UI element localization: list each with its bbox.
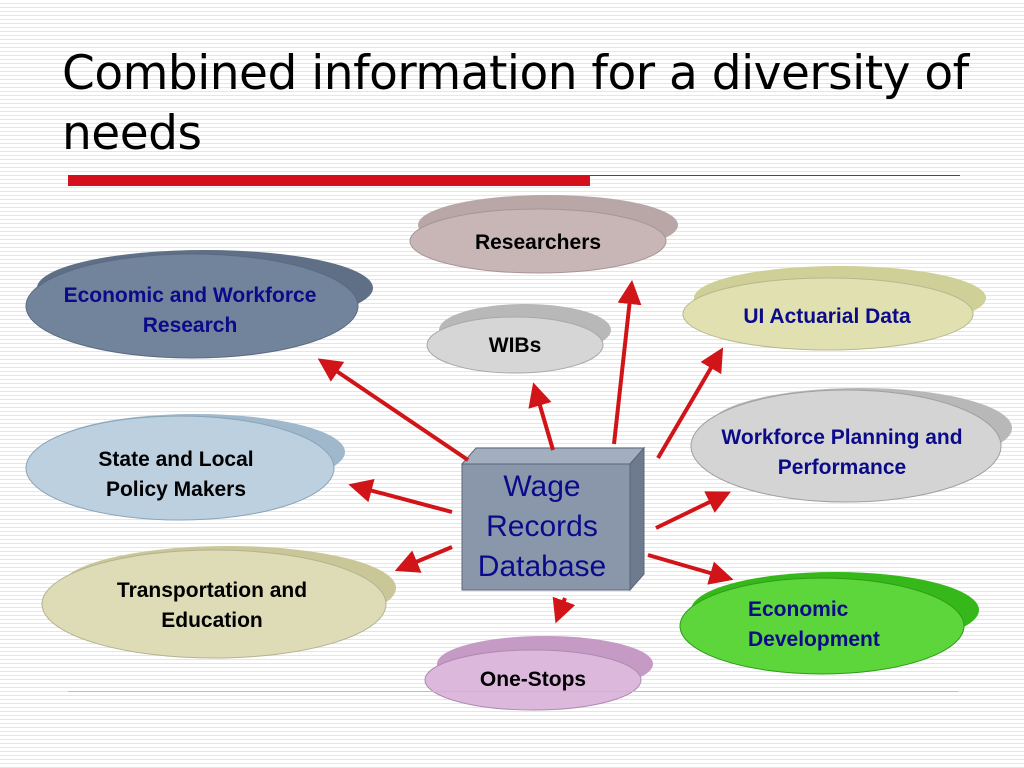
arrow-to-economic-research [317,358,470,462]
node-one-stops [424,636,653,711]
bottom-rule [68,691,958,692]
database-box [460,446,646,592]
arrow-to-economic-development [647,553,734,585]
label-economic-development: Economic Development [748,598,880,651]
label-wibs: WIBs [488,334,542,357]
title-underline-thin [590,175,960,176]
label-workforce-planning: Workforce Planning and Performance [721,426,963,479]
arrow-to-researchers [612,280,642,445]
label-state-local-policy-makers: State and Local Policy Makers [98,448,254,501]
arrow-to-transportation [394,545,453,573]
label-transportation-education: Transportation and Education [116,579,308,632]
arrow-to-ui-actuarial [656,347,724,460]
arrow-to-workforce-planning [655,491,731,530]
node-ui-actuarial-data [682,266,986,351]
node-state-local-policy-makers [25,414,345,521]
node-economic-workforce-research [25,250,373,359]
node-wibs [426,304,611,374]
node-economic-development [679,572,979,675]
node-transportation-education [41,546,396,659]
arrow-to-wibs [528,382,555,451]
slide-title: Combined information for a diversity of … [62,46,969,161]
arrow-to-state-local [348,479,453,514]
label-economic-workforce-research: Economic and Workforce Research [63,284,317,337]
arrow-to-one-stops [552,596,576,624]
label-one-stops: One-Stops [479,668,587,691]
node-workforce-planning [690,388,1012,503]
arrows [317,280,734,624]
database-label: Wage Records Database [477,470,607,583]
label-ui-actuarial-data: UI Actuarial Data [743,305,911,328]
title-underline-thick [68,175,590,186]
label-researchers: Researchers [474,231,602,254]
node-researchers [409,195,678,274]
